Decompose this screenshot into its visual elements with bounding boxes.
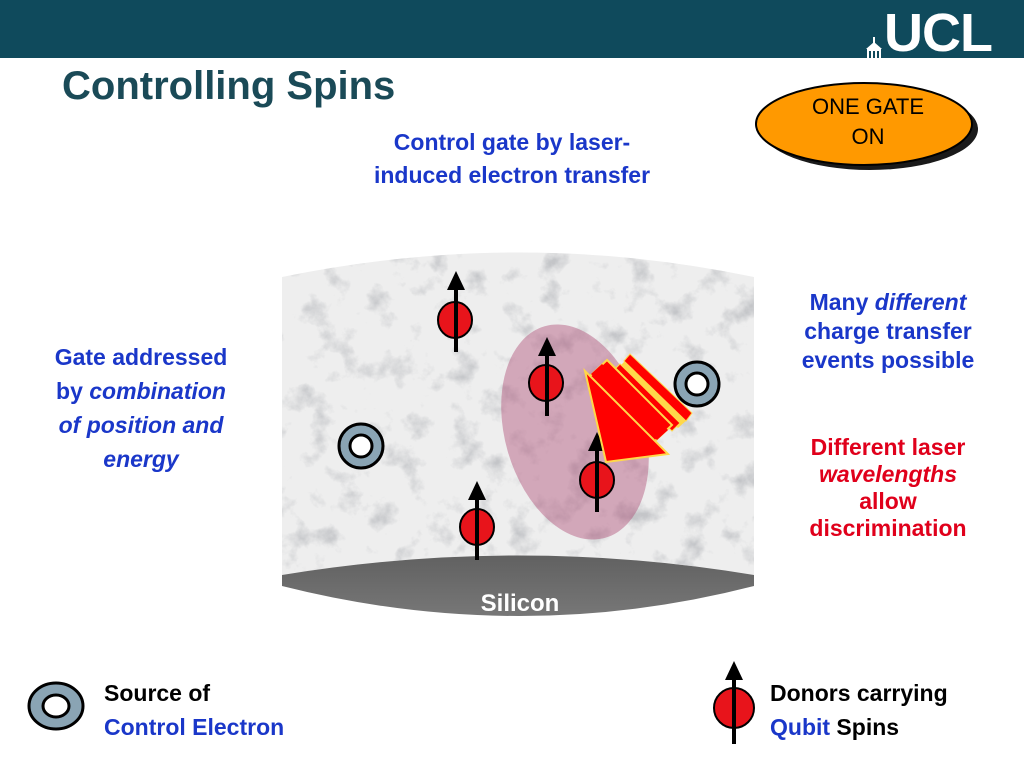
donor-spin-icon [528, 337, 564, 416]
left-note: Gate addressed by combination of positio… [54, 344, 228, 472]
ucl-logo: UCL [866, 3, 993, 63]
page-title: Controlling Spins [62, 64, 396, 108]
badge-label: ONE GATE ON [811, 94, 925, 149]
status-badge [755, 82, 978, 170]
right-note-wavelengths: Different laser wavelengths allow discri… [809, 434, 967, 541]
legend-source: Source of Control Electron [104, 680, 285, 740]
donor-spin-icon [437, 271, 473, 352]
legend-donor-spin-icon [713, 661, 755, 744]
ucl-logo-icon [866, 16, 882, 59]
silicon-label: Silicon [481, 590, 560, 617]
donor-spin-icon [459, 481, 495, 560]
donor-spin-icon [579, 432, 615, 512]
silicon-diagram: Silicon [282, 252, 754, 617]
silicon-surface [282, 252, 754, 575]
legend-donor: Donors carrying Qubit Spins [770, 680, 948, 740]
right-note-charge-transfer: Many different charge transfer events po… [801, 289, 975, 373]
diagram-heading: Control gate by laser- induced electron … [373, 129, 651, 188]
laser-arrow-icon [583, 353, 693, 464]
header-bar [0, 0, 1024, 58]
control-electron-source-icon [673, 360, 721, 408]
control-electron-source-icon [337, 422, 385, 470]
legend-control-electron-source-icon [27, 681, 85, 731]
ucl-logo-text: UCL [884, 3, 993, 63]
